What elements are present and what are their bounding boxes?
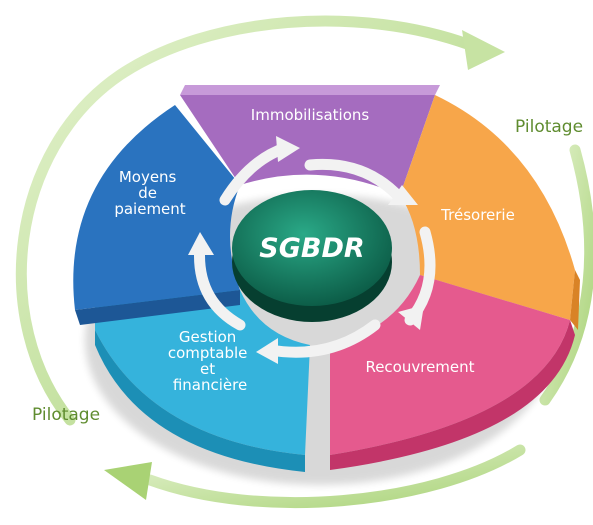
flow-arrow-top-right xyxy=(304,158,406,204)
outer-cycle-ring xyxy=(15,15,593,509)
label-moyens: Moyens de paiement xyxy=(114,168,185,218)
flow-arrowhead-3 xyxy=(398,305,424,330)
segment-tresorerie-side xyxy=(570,270,580,330)
label-gestion: Gestion comptable et financière xyxy=(168,328,252,394)
flow-arrow-left xyxy=(194,239,246,331)
outer-ring-arc-right xyxy=(539,144,593,406)
flow-arrowhead-2 xyxy=(388,185,418,205)
flow-arrow-bottom xyxy=(264,319,381,358)
hub-label: SGBDR xyxy=(259,233,364,264)
label-tresorerie: Trésorerie xyxy=(440,206,515,224)
flow-arrowhead-5 xyxy=(188,232,214,255)
segment-immobilisations-top-edge xyxy=(180,85,440,95)
outer-ring-arrowhead-top xyxy=(462,30,505,70)
segment-tresorerie xyxy=(400,95,575,320)
segment-gestion xyxy=(95,290,310,455)
segment-moyens-side xyxy=(75,290,240,325)
segment-gestion-side xyxy=(95,330,305,472)
flow-arrowhead-4 xyxy=(256,338,278,364)
pilotage-label-top-right: Pilotage xyxy=(515,117,583,137)
flow-arrows xyxy=(194,142,436,358)
segment-recouvrement-side xyxy=(330,320,575,470)
outer-ring-arc-left xyxy=(15,15,476,426)
outer-ring-arc-bottom xyxy=(144,444,526,509)
pilotage-label-bottom-left: Pilotage xyxy=(32,405,100,425)
flow-arrowheads xyxy=(188,136,424,364)
center-hub: SGBDR xyxy=(232,190,392,322)
label-recouvrement: Recouvrement xyxy=(365,358,474,376)
outer-ring-arrowhead-bottom xyxy=(104,462,152,500)
label-immobilisations: Immobilisations xyxy=(251,106,370,124)
flow-arrowhead-1 xyxy=(276,136,300,162)
hub-top xyxy=(232,190,392,306)
segment-recouvrement xyxy=(330,275,570,455)
